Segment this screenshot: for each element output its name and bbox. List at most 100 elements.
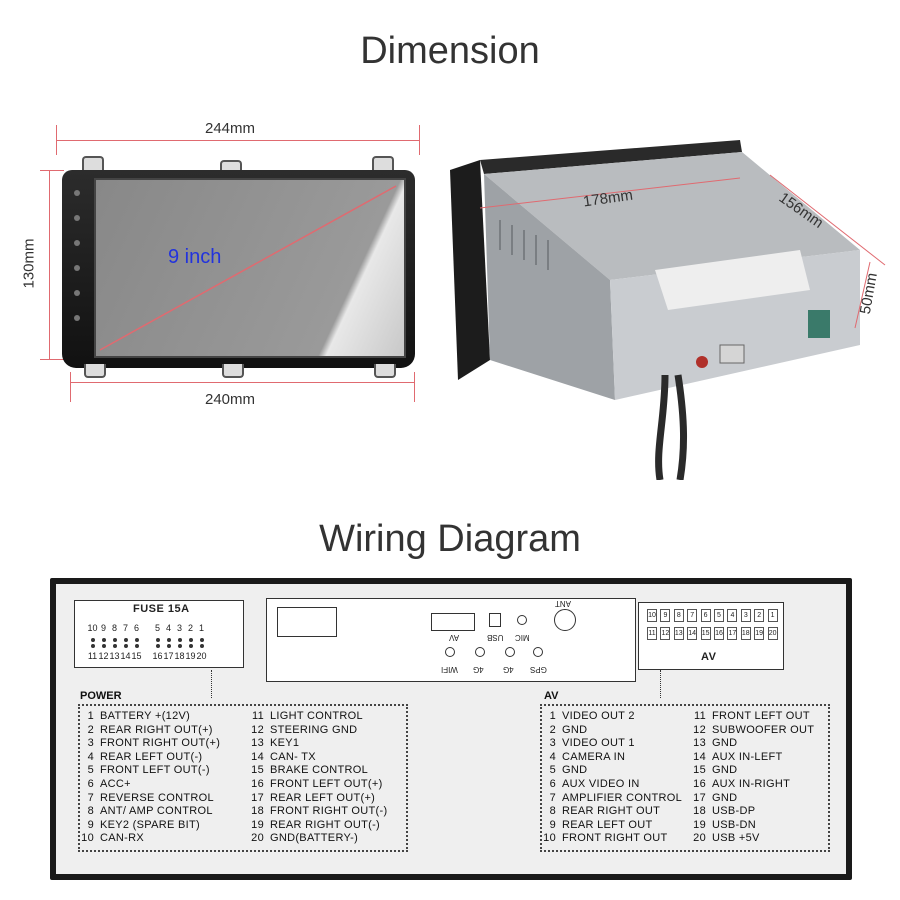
av-pin-cell: 19 bbox=[754, 627, 765, 640]
4g-jack bbox=[475, 647, 485, 657]
pin-dot bbox=[91, 638, 95, 642]
power-socket bbox=[277, 607, 337, 637]
av-connector-label: AV bbox=[701, 651, 717, 663]
av-section-label: AV bbox=[544, 690, 559, 702]
pin-dot bbox=[189, 644, 193, 648]
pin-number: 9 bbox=[100, 623, 106, 633]
top-width-tick-left bbox=[56, 125, 57, 155]
head-unit-back-image bbox=[440, 130, 890, 481]
pin-dot bbox=[91, 644, 95, 648]
height-label: 130mm bbox=[20, 238, 38, 289]
pin-dot bbox=[135, 644, 139, 648]
av-pin-cell: 8 bbox=[673, 609, 684, 622]
pin-number: 1 bbox=[198, 623, 204, 633]
power-pin-list-box bbox=[78, 704, 408, 852]
usb-port-label: USB bbox=[487, 633, 504, 642]
mount-tab-right-top bbox=[372, 156, 394, 170]
height-tick-top bbox=[40, 170, 64, 171]
pin-dot bbox=[167, 638, 171, 642]
mic-port-label: MIC bbox=[515, 633, 530, 642]
pin-dot bbox=[200, 638, 204, 642]
top-width-line bbox=[56, 140, 420, 141]
wifi-jack bbox=[445, 647, 455, 657]
side-button bbox=[74, 240, 80, 246]
gps-port-label: GPS bbox=[530, 665, 547, 674]
gps-jack bbox=[533, 647, 543, 657]
4g-port-label: 4G bbox=[503, 665, 514, 674]
av-pin-cell: 4 bbox=[727, 609, 738, 622]
head-unit-front-image bbox=[62, 150, 415, 378]
side-button bbox=[74, 290, 80, 296]
side-button bbox=[74, 265, 80, 271]
pin-dot bbox=[189, 638, 193, 642]
top-width-tick-right bbox=[419, 125, 420, 155]
av-port-label: AV bbox=[449, 633, 460, 642]
bottom-width-tick-left bbox=[70, 372, 71, 402]
bottom-width-line bbox=[70, 382, 415, 383]
pin-number: 6 bbox=[133, 623, 139, 633]
height-tick-bottom bbox=[40, 359, 64, 360]
pin-number: 3 bbox=[176, 623, 182, 633]
av-pin-cell: 11 bbox=[647, 627, 657, 640]
side-button bbox=[74, 315, 80, 321]
dimension-title: Dimension bbox=[360, 30, 540, 72]
pin-number: 11 bbox=[87, 651, 98, 661]
pin-dot bbox=[124, 644, 128, 648]
pin-dot bbox=[113, 638, 117, 642]
pin-dot bbox=[178, 644, 182, 648]
mount-tab-left-bottom bbox=[84, 364, 106, 378]
mount-tab-right-bottom bbox=[374, 364, 396, 378]
pin-number: 14 bbox=[120, 651, 131, 661]
av-pin-cell: 12 bbox=[660, 627, 671, 640]
pin-number: 5 bbox=[154, 623, 160, 633]
av-socket bbox=[431, 613, 475, 631]
pin-dot bbox=[124, 638, 128, 642]
pin-number: 18 bbox=[174, 651, 185, 661]
av-pin-list-box bbox=[540, 704, 830, 852]
4g-jack bbox=[505, 647, 515, 657]
height-line bbox=[49, 170, 50, 360]
pin-number: 4 bbox=[165, 623, 171, 633]
pin-number: 16 bbox=[152, 651, 163, 661]
bottom-width-tick-right bbox=[414, 372, 415, 402]
av-pin-cell: 7 bbox=[687, 609, 698, 622]
av-arrow bbox=[660, 670, 661, 698]
usb-socket bbox=[489, 613, 501, 627]
av-pin-cell: 15 bbox=[700, 627, 711, 640]
pin-number: 20 bbox=[196, 651, 207, 661]
av-pin-cell: 6 bbox=[700, 609, 711, 622]
